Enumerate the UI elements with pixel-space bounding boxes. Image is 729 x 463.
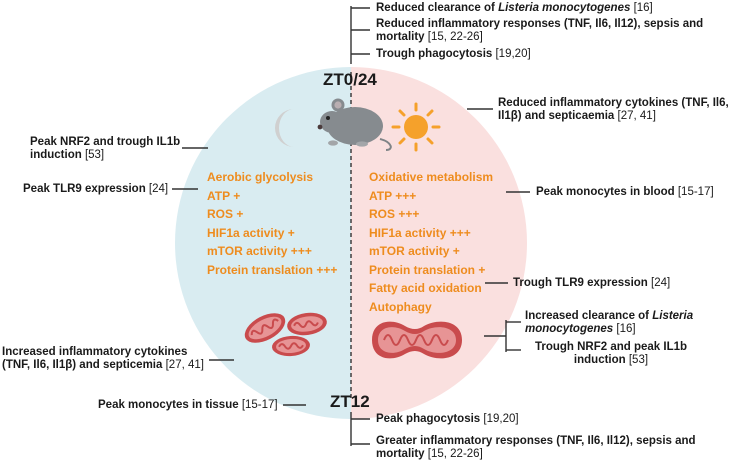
metabolism-item: Fatty acid oxidation — [369, 281, 482, 295]
reference: [19,20] — [480, 413, 519, 425]
text-line: Il1β) and septicaemia — [498, 110, 615, 122]
text-segment: Trough TLR9 expression — [513, 277, 648, 289]
reference: [53] — [625, 354, 649, 366]
text-segment: Reduced clearance of — [376, 2, 499, 14]
top-bracket — [350, 6, 370, 64]
reference: [27, 41] — [614, 110, 656, 122]
sun-icon — [391, 102, 441, 152]
metabolism-item: mTOR activity + — [369, 244, 460, 258]
text-italic: monocytogenes — [525, 323, 614, 335]
text-segment: Trough phagocytosis — [376, 48, 493, 60]
text-line: Reduced inflammatory responses (TNF, Il6… — [376, 18, 704, 30]
reference: [16] — [630, 2, 653, 14]
text-italic: Listeria — [652, 310, 694, 322]
reference: [27, 41] — [162, 359, 204, 371]
mouse-icon — [317, 98, 392, 151]
metabolism-item: ROS +++ — [369, 207, 420, 221]
top-annotation-phagocytosis: Trough phagocytosis [19,20] — [376, 48, 531, 61]
metabolism-item: ROS + — [207, 207, 244, 221]
text-segment: Peak monocytes in blood — [536, 186, 675, 198]
left-annotation-tlr9: Peak TLR9 expression [24] — [23, 183, 168, 196]
bottom-bracket — [350, 412, 370, 446]
left-annotation-monocytes: Peak monocytes in tissue [15-17] — [98, 399, 278, 412]
text-line: Greater inflammatory responses (TNF, Il6… — [376, 435, 696, 447]
right-annotation-listeria: Increased clearance of Listeria monocyto… — [525, 310, 693, 336]
metabolism-item: ATP +++ — [369, 188, 417, 203]
text-line: Peak NRF2 and trough IL1b — [30, 136, 181, 148]
text-line: mortality — [376, 448, 425, 460]
reference: [15-17] — [238, 399, 278, 411]
metabolism-item: ATP + — [207, 188, 241, 203]
metabolism-item: mTOR activity +++ — [207, 244, 312, 258]
right-bracket — [484, 320, 521, 352]
metabolism-item: Protein translation +++ — [207, 262, 338, 277]
text-segment: Peak TLR9 expression — [23, 183, 146, 195]
right-annotation-nrf2: Trough NRF2 and peak IL1b induction [53] — [525, 341, 697, 367]
right-annotation-monocytes: Peak monocytes in blood [15-17] — [536, 186, 714, 199]
metabolism-item: Oxidative metabolism — [369, 170, 494, 184]
reference: [15, 22-26] — [424, 31, 483, 43]
right-metabolism-list: Oxidative metabolism ATP +++ ROS +++ HIF… — [369, 168, 493, 316]
left-metabolism-list: Aerobic glycolysis ATP + ROS + HIF1a act… — [207, 168, 337, 279]
mitochondria-icon — [372, 321, 462, 359]
metabolism-item: Autophagy — [369, 299, 432, 314]
zt0-24-label: ZT0/24 — [323, 70, 377, 89]
right-annotation-cytokines: Reduced inflammatory cytokines (TNF, Il6… — [498, 97, 729, 123]
reference: [15, 22-26] — [424, 448, 483, 460]
zt12-label: ZT12 — [330, 392, 370, 411]
reference: [16] — [613, 323, 636, 335]
right-annotation-tlr9: Trough TLR9 expression [24] — [513, 277, 670, 290]
metabolism-item: Protein translation + — [369, 262, 486, 277]
text-line: Trough NRF2 and peak IL1b — [534, 341, 688, 353]
text-line: mortality — [376, 31, 425, 43]
text-line: Reduced inflammatory cytokines (TNF, Il6… — [498, 97, 729, 109]
text-segment: Peak phagocytosis — [376, 413, 481, 425]
mitochondria-icon — [244, 312, 327, 357]
metabolism-item: HIF1a activity +++ — [369, 225, 471, 240]
reference: [19,20] — [492, 48, 531, 60]
bottom-annotation-phagocytosis: Peak phagocytosis [19,20] — [376, 413, 519, 426]
text-segment: Peak monocytes in tissue — [98, 399, 239, 411]
reference: [24] — [647, 277, 671, 289]
connector-lines — [172, 108, 530, 406]
text-italic: Listeria monocytogenes — [498, 2, 631, 14]
text-segment: Increased clearance of — [525, 310, 653, 322]
bottom-annotation-inflammatory: Greater inflammatory responses (TNF, Il6… — [376, 435, 696, 461]
reference: [53] — [81, 149, 105, 161]
reference: [24] — [145, 183, 169, 195]
reference: [15-17] — [674, 186, 714, 198]
left-annotation-nrf2: Peak NRF2 and trough IL1b induction [53] — [30, 136, 180, 162]
moon-icon — [275, 109, 294, 147]
text-line: induction — [30, 149, 82, 161]
left-annotation-cytokines: Increased inflammatory cytokines (TNF, I… — [2, 346, 204, 372]
text-line: induction — [573, 354, 626, 366]
metabolism-item: Aerobic glycolysis — [207, 170, 314, 184]
text-line: Increased inflammatory cytokines — [2, 346, 188, 358]
text-line: (TNF, Il6, Il1β) and septicemia — [2, 359, 163, 371]
top-annotation-inflammatory: Reduced inflammatory responses (TNF, Il6… — [376, 18, 703, 44]
top-annotation-listeria: Reduced clearance of Listeria monocytoge… — [376, 2, 653, 15]
metabolism-item: HIF1a activity + — [207, 225, 295, 240]
